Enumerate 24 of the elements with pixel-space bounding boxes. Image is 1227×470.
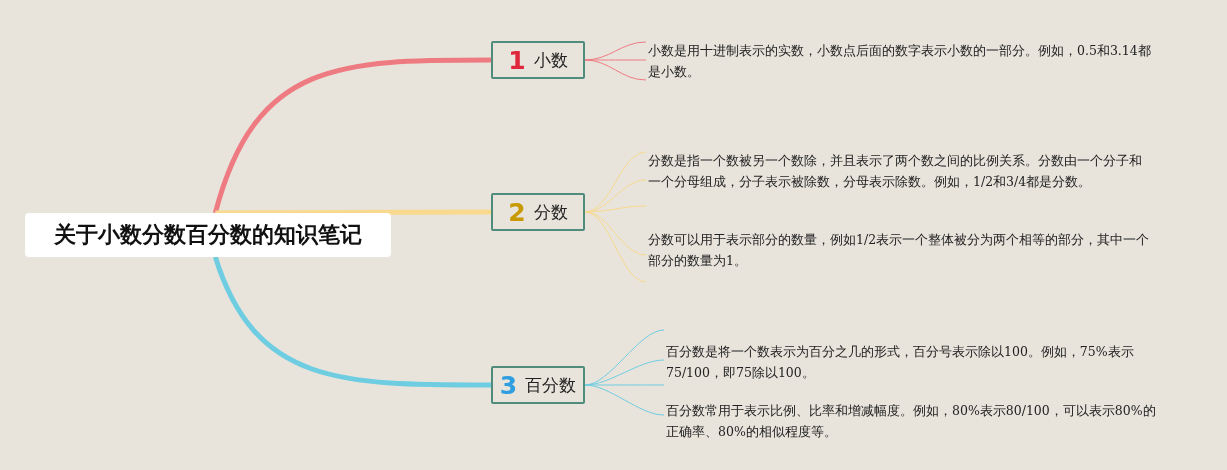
branch-connector	[584, 211, 647, 283]
topic-number: 2	[508, 199, 526, 225]
central-topic-box	[25, 213, 391, 257]
note-text: 百分数是将一个数表示为百分之几的形式，百分号表示除以100。例如，75%表示75/100，即75除以100。	[666, 341, 1166, 385]
branch-connector	[584, 151, 647, 213]
central-topic-text: 关于小数分数百分数的知识笔记	[54, 221, 362, 249]
note-text: 百分数常用于表示比例、比率和增减幅度。例如，80%表示80/100，可以表示80%的正确率、80%的相似程度等。	[666, 400, 1166, 444]
main-branch-line	[215, 209, 491, 216]
topic-number: 1	[508, 47, 526, 73]
note-text: 分数是指一个数被另一个数除，并且表示了两个数之间的比例关系。分数由一个分子和一个分母组成，分子表示被除数，分母表示除数。例如，1/2和3/4都是分数。	[648, 150, 1153, 214]
note-text: 小数是用十进制表示的实数，小数点后面的数字表示小数的一部分。例如，0.5和3.14都是小数。	[648, 40, 1153, 84]
topic-label: 分数	[533, 200, 568, 224]
main-branch-line	[212, 57, 491, 214]
topic-box	[491, 366, 585, 404]
main-branch-line	[212, 256, 491, 388]
branch-connector	[584, 41, 647, 81]
note-text: 分数可以用于表示部分的数量，例如1/2表示一个整体被分为两个相等的部分，其中一个部分的数量为1。	[648, 229, 1153, 273]
branch-connector	[584, 384, 665, 416]
topic-label: 百分数	[525, 373, 577, 397]
topic-label: 小数	[533, 48, 568, 72]
topic-box	[491, 193, 585, 231]
topic-box	[491, 41, 585, 79]
branch-connector	[584, 329, 665, 386]
topic-number: 3	[499, 372, 518, 398]
